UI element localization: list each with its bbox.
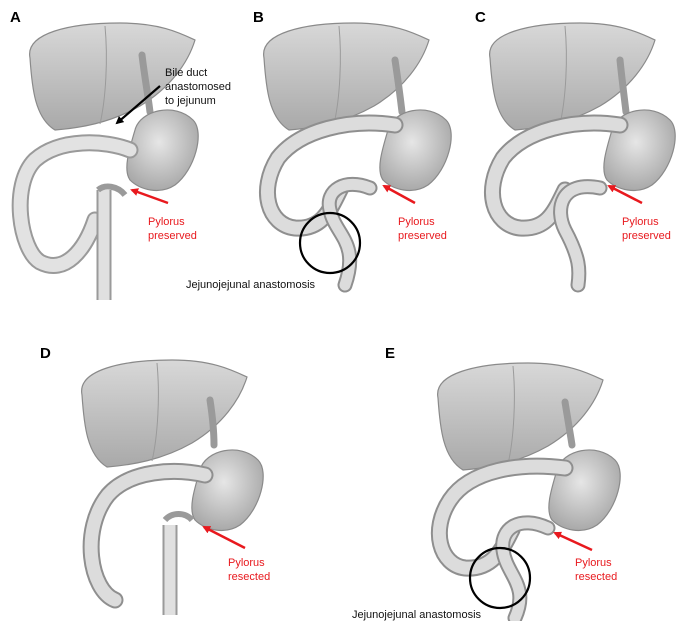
stomach-d	[192, 450, 263, 530]
pylorus-label-e-line2: resected	[575, 571, 617, 583]
anastomosis-label-b: Jejunojejunal anastomosis	[186, 279, 316, 291]
bile-duct-label-line1: Bile duct	[165, 67, 207, 79]
pylorus-label-c-line2: preserved	[622, 230, 671, 242]
panel-d: D Pylorus resected	[40, 345, 270, 615]
panel-letter-b: B	[253, 9, 264, 26]
pylorus-label-e-line1: Pylorus	[575, 557, 612, 569]
bile-duct-label-line2: anastomosed	[165, 81, 231, 93]
bile-duct-label-line3: to jejunum	[165, 95, 216, 107]
pylorus-label-b-line2: preserved	[398, 230, 447, 242]
panel-letter-c: C	[475, 9, 486, 26]
anastomosis-label-e: Jejunojejunal anastomosis	[352, 609, 482, 621]
panel-b: B Pylorus preserved Jejunojejunal anasto…	[186, 9, 451, 291]
pylorus-label-d-line2: resected	[228, 571, 270, 583]
pylorus-label-b-line1: Pylorus	[398, 216, 435, 228]
panel-letter-e: E	[385, 345, 395, 362]
pylorus-arrow-e	[555, 533, 592, 550]
panel-c: C Pylorus preserved	[475, 9, 675, 285]
panel-a: A Bile duct anastomosed to jejunum Pylor…	[10, 9, 231, 300]
pylorus-label-a-line2: preserved	[148, 230, 197, 242]
panel-e: E Pylorus resected Jejunojejunal anastom…	[352, 345, 620, 621]
pylorus-label-c-line1: Pylorus	[622, 216, 659, 228]
panel-letter-d: D	[40, 345, 51, 362]
panel-letter-a: A	[10, 9, 21, 26]
pylorus-label-a-line1: Pylorus	[148, 216, 185, 228]
pylorus-arrow-a	[132, 190, 168, 203]
pylorus-label-d-line1: Pylorus	[228, 557, 265, 569]
